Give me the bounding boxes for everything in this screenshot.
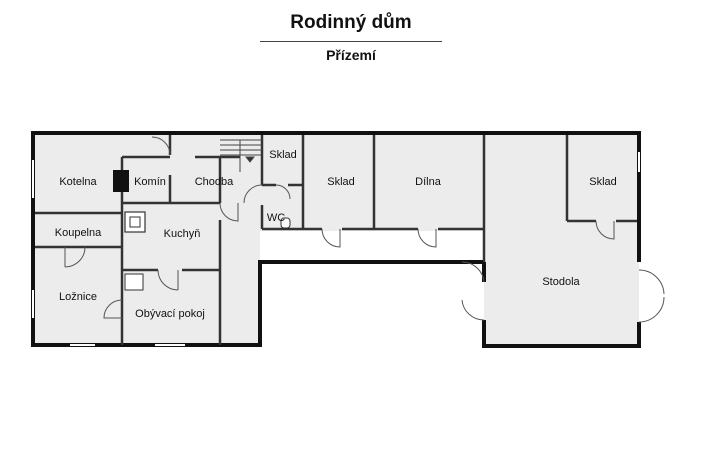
staircase: [220, 139, 262, 172]
room-label-sklad-2: Sklad: [327, 176, 355, 188]
door-swings: [64, 136, 665, 323]
room-label-kuchyn: Kuchyň: [164, 228, 201, 240]
room-label-dilna: Dílna: [415, 176, 442, 188]
room-label-sklad-1: Sklad: [269, 149, 297, 161]
floor-fills: [33, 132, 639, 346]
room-label-stodola: Stodola: [542, 276, 580, 288]
room-label-sklad-3: Sklad: [589, 176, 617, 188]
room-label-loznice: Ložnice: [59, 291, 97, 303]
room-label-kotelna: Kotelna: [59, 176, 97, 188]
interior-walls: [35, 135, 637, 345]
plan-title: Rodinný dům: [290, 12, 412, 33]
room-label-chodba: Chodba: [195, 176, 234, 188]
room-label-koupelna: Koupelna: [55, 227, 102, 239]
floor-name: Přízemí: [326, 47, 376, 63]
toilet-icon: [280, 217, 291, 229]
room-label-wc: WC: [267, 212, 285, 224]
room-label-komin: Komín: [134, 176, 166, 188]
title-divider: [260, 41, 442, 42]
windows: [32, 152, 640, 346]
room-label-obyvaci-pokoj: Obývací pokoj: [135, 308, 205, 320]
outer-walls: [31, 131, 641, 348]
chimney-block: [113, 170, 129, 192]
fireplace-icon: [124, 273, 144, 291]
stove-inner: [129, 216, 141, 228]
